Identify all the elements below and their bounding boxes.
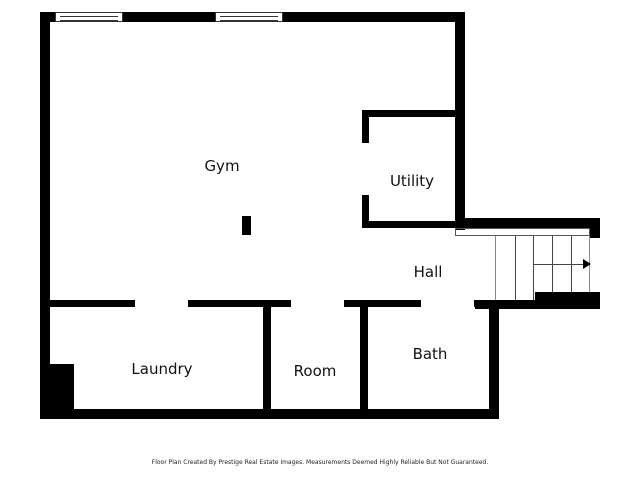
wall-right-upper	[455, 12, 465, 230]
wall-right-lower	[489, 300, 499, 419]
support-column	[242, 216, 251, 235]
room-label-hall: Hall	[413, 263, 443, 281]
stairs	[455, 228, 590, 236]
stair-landing-line	[495, 236, 496, 300]
room-label-room: Room	[293, 362, 337, 380]
interior-wall-seg-1	[40, 300, 135, 307]
room-label-laundry: Laundry	[131, 360, 193, 378]
divider-laundry-room	[263, 300, 271, 412]
interior-wall-seg-2	[188, 300, 291, 307]
utility-wall-left-lower	[362, 195, 369, 228]
room-label-utility: Utility	[389, 172, 435, 190]
utility-wall-left-upper	[362, 110, 369, 143]
room-label-bath: Bath	[412, 345, 448, 363]
divider-room-bath	[360, 300, 368, 412]
window-1	[55, 12, 123, 22]
stair-wall-top	[455, 218, 600, 228]
utility-wall-bottom	[362, 221, 465, 228]
disclaimer-text: Floor Plan Created By Prestige Real Esta…	[151, 459, 489, 466]
stair-wall-right-top	[590, 218, 600, 238]
stair-wall-bottom	[535, 292, 600, 309]
interior-wall-seg-4	[474, 300, 499, 307]
stair-wall-bottom-left	[475, 300, 540, 309]
window-2	[215, 12, 283, 22]
stair-direction-line	[533, 264, 583, 265]
wall-left	[40, 12, 50, 419]
stair-arrow-icon	[583, 259, 591, 269]
laundry-counter	[40, 364, 74, 416]
wall-bottom	[40, 409, 499, 419]
room-label-gym: Gym	[204, 157, 240, 175]
interior-wall-seg-3	[344, 300, 421, 307]
utility-wall-top	[362, 110, 462, 117]
